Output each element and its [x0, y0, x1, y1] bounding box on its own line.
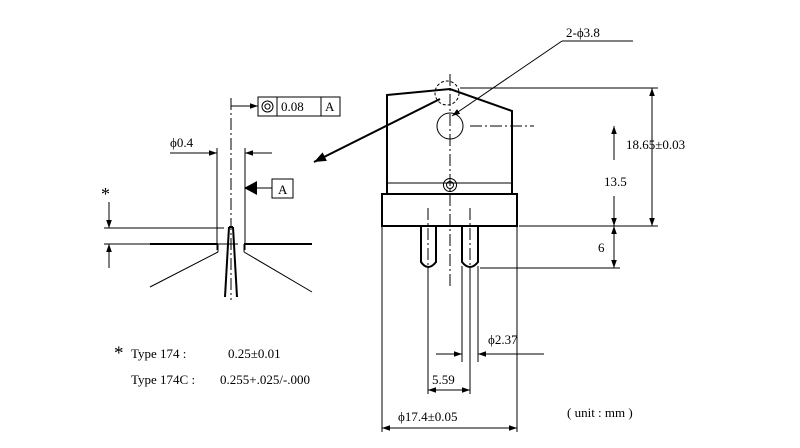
datum-label: A: [278, 182, 288, 197]
hidden-hole: [434, 80, 460, 106]
concentricity-value: 0.08: [281, 99, 304, 114]
mounting-hole: [436, 112, 464, 140]
outer-diameter-dimension: ϕ17.4±0.05: [382, 409, 517, 431]
note-type-174-value: 0.25±0.01: [228, 346, 281, 361]
note-type-174c-name: Type 174C :: [131, 372, 195, 387]
concentricity-icon: [261, 100, 274, 113]
pin-spacing-label: 5.59: [432, 372, 455, 387]
overall-height-label: 18.65±0.03: [626, 137, 685, 152]
concentricity-frame: 0.08 A: [257, 96, 341, 117]
datum-triangle: [244, 181, 257, 195]
pin-diameter-label: ϕ2.37: [488, 332, 518, 347]
tip-diameter-dimension: ϕ0.4: [170, 135, 272, 250]
pin-diameter-dimension: ϕ2.37: [436, 332, 544, 357]
note-type-174-name: Type 174 :: [131, 346, 186, 361]
body-height-dimension: 13.5: [604, 126, 627, 226]
note-asterisk: *: [114, 343, 124, 364]
tip-diameter-label: ϕ0.4: [170, 135, 194, 150]
tip-taper-outline: [149, 226, 313, 298]
datum-a-indicator: A: [244, 178, 294, 199]
detail-pointer-arrow: [313, 98, 441, 163]
body-height-label: 13.5: [604, 174, 627, 189]
main-view: 2-ϕ3.8 18.65±0.03 13.5 6: [381, 25, 685, 432]
right-pin: [461, 226, 479, 268]
note-type-174c-value: 0.255+.025/-.000: [220, 372, 310, 387]
left-pin: [420, 226, 437, 268]
tip-detail-view: 0.08 A ϕ0.4 A *: [101, 96, 341, 300]
unit-label: ( unit : mm ): [567, 405, 633, 420]
small-hole: [443, 178, 457, 192]
outer-diameter-label: ϕ17.4±0.05: [398, 409, 457, 424]
type-notes: * Type 174 : 0.25±0.01 Type 174C : 0.255…: [114, 343, 310, 387]
hole-callout-leader: [451, 40, 563, 117]
pin-spacing-dimension: 5.59: [428, 372, 470, 393]
concentricity-datum-ref: A: [325, 99, 335, 114]
hole-callout-label: 2-ϕ3.8: [566, 25, 600, 40]
asterisk-mark: *: [101, 184, 110, 204]
header-body: [386, 87, 513, 195]
pin-length-dimension: 6: [598, 226, 617, 268]
pin-length-label: 6: [598, 240, 605, 255]
overall-height-dimension: 18.65±0.03: [626, 88, 685, 226]
